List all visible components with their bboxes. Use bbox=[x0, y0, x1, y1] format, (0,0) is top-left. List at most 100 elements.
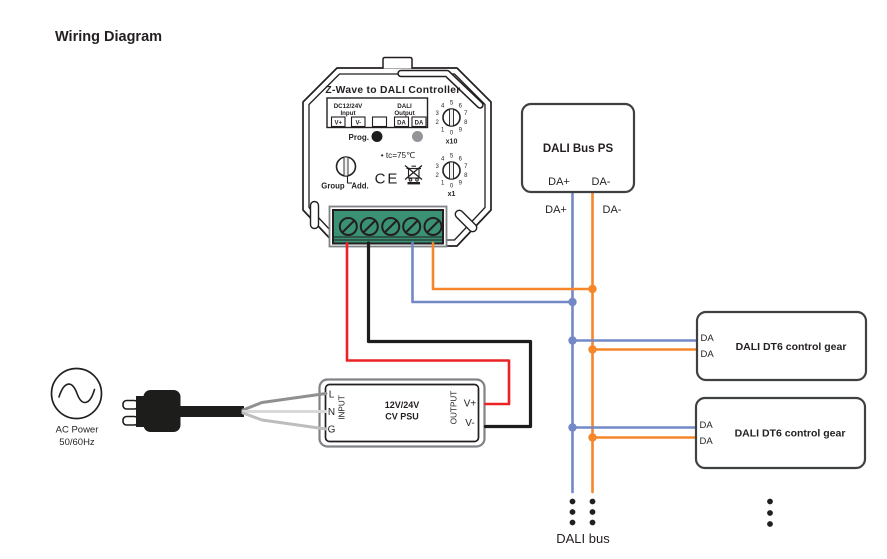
page-title: Wiring Diagram bbox=[55, 29, 162, 45]
gear1-da-top-label: DA bbox=[701, 333, 715, 344]
legend-da2: DA bbox=[415, 120, 424, 126]
right-side-slot bbox=[454, 209, 478, 233]
tc-rating-label: • tc=75℃ bbox=[381, 151, 416, 160]
dot bbox=[569, 509, 576, 515]
gear1-da-bottom-label: DA bbox=[701, 349, 715, 360]
vminus-wire-black bbox=[366, 241, 533, 429]
psu-terminal-g: G bbox=[328, 425, 336, 436]
plug-collar bbox=[136, 396, 146, 427]
psu-terminal-vminus: V- bbox=[465, 418, 474, 429]
controller-wires bbox=[345, 241, 594, 429]
plug-prong bbox=[122, 415, 139, 426]
dot bbox=[589, 498, 596, 505]
screw-slot bbox=[426, 220, 440, 233]
dot bbox=[589, 519, 596, 526]
psu-model-line2: CV PSU bbox=[385, 412, 419, 422]
prog-button[interactable] bbox=[371, 131, 383, 142]
psu-output-label: OUTPUT bbox=[450, 391, 459, 425]
address-dial-x10[interactable]: 0 1 2 3 4 5 6 7 8 9 x10 bbox=[436, 101, 469, 146]
junction-dot-blue bbox=[568, 336, 577, 345]
terminal-screws[interactable] bbox=[338, 217, 443, 236]
dial-x10-digit: 6 bbox=[459, 103, 463, 109]
dot bbox=[767, 521, 773, 527]
zwave-dali-controller: Z-Wave to DALI Controller DC12/24V Input… bbox=[302, 56, 492, 248]
legend-vminus: V- bbox=[355, 120, 361, 126]
psu-model-line1: 12V/24V bbox=[385, 400, 420, 410]
address-dial-x1[interactable]: 0 1 2 3 4 5 6 7 8 9 x1 bbox=[436, 154, 469, 199]
add-label: Add. bbox=[351, 182, 368, 191]
dial-x1-digit: 1 bbox=[441, 181, 445, 187]
dali-bus-lines bbox=[571, 190, 700, 494]
dial-x1-label: x1 bbox=[448, 191, 456, 198]
dial-x10-digit: 1 bbox=[441, 128, 445, 134]
da-plus-wire-blue bbox=[411, 241, 574, 304]
screw-slot bbox=[405, 220, 418, 233]
dial-x1-digit: 0 bbox=[450, 184, 454, 190]
dial-x1-digit: 4 bbox=[441, 156, 445, 162]
junction-dot-orange bbox=[588, 284, 597, 294]
dot bbox=[569, 519, 576, 526]
junction-dot-orange bbox=[588, 345, 597, 354]
bus-continuation-dots bbox=[569, 498, 596, 526]
left-side-slot bbox=[309, 200, 320, 230]
dial-x10-slot bbox=[449, 108, 454, 127]
dial-x10-digit: 9 bbox=[459, 128, 463, 134]
ac-power-label-line1: AC Power bbox=[56, 425, 99, 436]
dot bbox=[767, 510, 773, 516]
power-plug bbox=[122, 390, 244, 432]
dot bbox=[569, 498, 576, 505]
psu-terminal-l: L bbox=[329, 390, 335, 401]
screw-slot bbox=[384, 220, 397, 233]
controller-top-tab bbox=[382, 56, 413, 69]
ac-power-label-line2: 50/60Hz bbox=[59, 437, 95, 448]
control-gear-2: DA DA DALI DT6 control gear bbox=[694, 396, 867, 470]
group-add-dial[interactable]: Group Add. bbox=[321, 156, 369, 191]
prog-label: Prog. bbox=[349, 133, 369, 142]
junction-dot-orange bbox=[588, 433, 597, 442]
gear2-title: DALI DT6 control gear bbox=[735, 428, 846, 440]
dial-x1-digit: 2 bbox=[436, 173, 440, 179]
dial-x10-digit: 3 bbox=[436, 111, 440, 117]
dial-x1-digit: 3 bbox=[436, 164, 440, 170]
dial-x10-digit: 7 bbox=[464, 111, 468, 117]
dali-bus-ps-box: DALI Bus PS DA+ DA- bbox=[520, 102, 636, 194]
junction-dot-blue bbox=[568, 423, 577, 432]
legend-terminal-blank-box bbox=[371, 116, 388, 128]
dial-x10-digit: 8 bbox=[464, 120, 468, 126]
weee-icon bbox=[404, 164, 423, 185]
dial-x1-digit: 5 bbox=[450, 154, 454, 160]
terminal-block bbox=[328, 205, 448, 248]
psu-terminal-n: N bbox=[328, 407, 335, 418]
bus-wire-label-da-plus: DA+ bbox=[545, 204, 567, 216]
psu-input-label: INPUT bbox=[338, 395, 347, 420]
dali-bus-ps-title: DALI Bus PS bbox=[543, 143, 614, 155]
legend-terminal-vplus-box bbox=[330, 116, 346, 128]
dial-x10-label: x10 bbox=[446, 139, 458, 146]
gear-continuation-dots bbox=[767, 498, 773, 527]
control-gear-1-outline bbox=[695, 310, 868, 382]
input-group-line2: Input bbox=[340, 110, 355, 117]
ce-mark: CE bbox=[375, 171, 400, 188]
dial-x10-digit: 5 bbox=[450, 101, 454, 107]
psu-terminal-vplus: V+ bbox=[464, 399, 477, 410]
antenna-slot-inner bbox=[398, 71, 483, 108]
dial-x1-digit: 7 bbox=[464, 164, 468, 170]
dial-x10-digit: 4 bbox=[441, 103, 445, 109]
sine-wave-icon bbox=[58, 383, 96, 404]
wire-junctions bbox=[568, 284, 597, 442]
control-gear-2-outline bbox=[694, 396, 867, 470]
plug-prong bbox=[122, 399, 139, 410]
bus-wire-label-da-minus: DA- bbox=[603, 204, 622, 216]
dial-x1-slot bbox=[449, 161, 454, 180]
group-add-slot bbox=[343, 156, 349, 177]
mains-wires bbox=[241, 392, 328, 431]
dot bbox=[589, 509, 596, 515]
dali-bus-ps-outline bbox=[520, 102, 636, 194]
control-gear-1: DA DA DALI DT6 control gear bbox=[695, 310, 868, 382]
plug-cable bbox=[179, 406, 244, 417]
screw-slot bbox=[363, 220, 376, 233]
dial-x1-digit: 9 bbox=[459, 181, 463, 187]
dot bbox=[767, 498, 773, 505]
